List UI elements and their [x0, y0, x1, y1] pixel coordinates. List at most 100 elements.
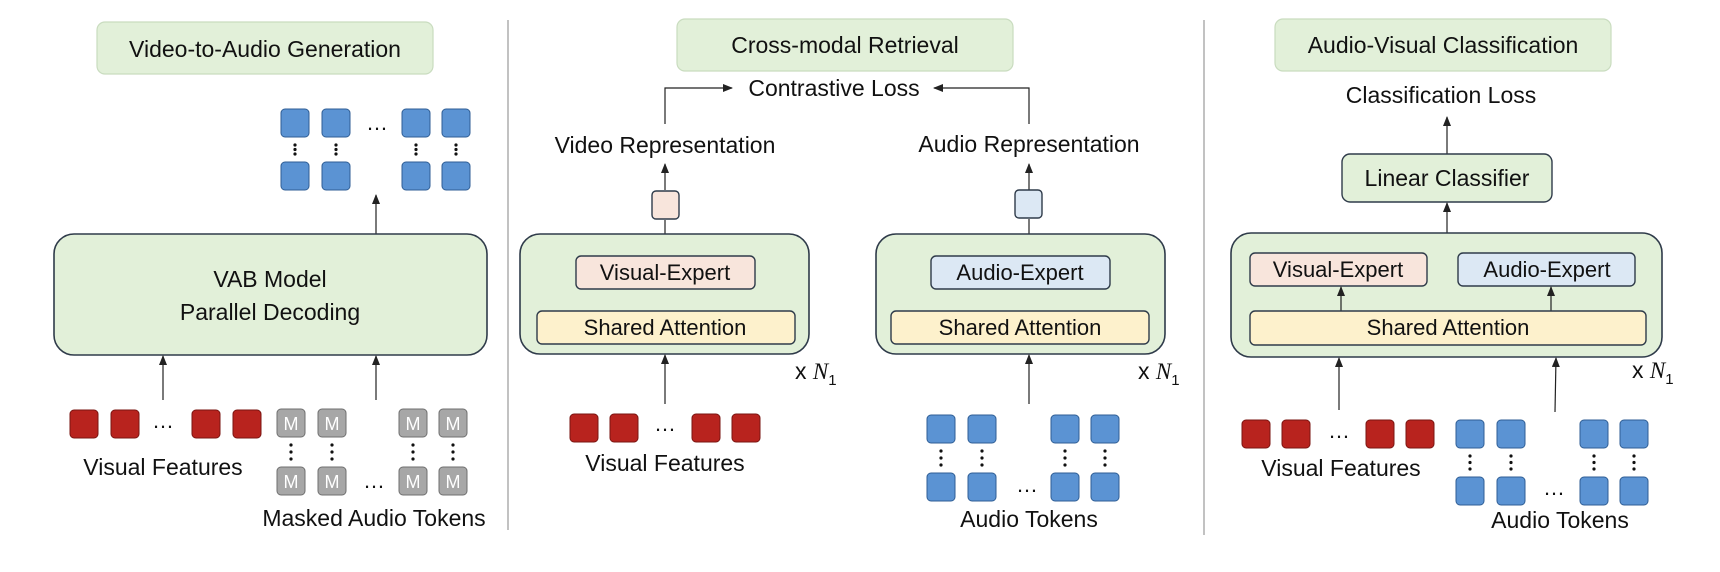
- audio-token: [1090, 472, 1120, 502]
- visual-token: [569, 413, 599, 443]
- vertical-dot: [1632, 467, 1636, 471]
- panel-video-to-audio: Video-to-Audio Generation … VAB Model Pa…: [53, 21, 488, 531]
- retrieval-video-repeat: x N1: [795, 358, 837, 389]
- classification-audio-tokens-label: Audio Tokens: [1491, 507, 1629, 533]
- audio-token: [1050, 414, 1080, 444]
- retrieval-visual-expert-label: Visual-Expert: [600, 260, 730, 285]
- panel-cross-modal-retrieval: Cross-modal Retrieval Contrastive Loss V…: [519, 18, 1180, 532]
- vertical-dot: [1592, 454, 1596, 458]
- vertical-dot: [1063, 449, 1067, 453]
- vab-model-box: [53, 233, 488, 356]
- v2a-masked-audio-label: Masked Audio Tokens: [262, 505, 485, 531]
- vertical-dot: [939, 449, 943, 453]
- audio-embedding-token: [1014, 189, 1043, 219]
- vertical-dot: [289, 457, 293, 461]
- audio-token: [926, 472, 956, 502]
- vertical-dot: [1632, 460, 1636, 465]
- panel-audio-visual-classification: Audio-Visual Classification Classificati…: [1230, 18, 1674, 533]
- masked-audio-token: [398, 408, 428, 438]
- classification-title: Audio-Visual Classification: [1308, 32, 1579, 58]
- v2a-visual-features-label: Visual Features: [83, 454, 242, 480]
- v2a-title: Video-to-Audio Generation: [129, 36, 401, 62]
- visual-token: [1281, 419, 1311, 449]
- vertical-dot: [939, 456, 943, 460]
- vertical-dot: [454, 147, 458, 152]
- classification-audio-expert-box: [1457, 252, 1636, 287]
- audio-token: [1496, 419, 1526, 449]
- vertical-dot: [334, 152, 338, 156]
- vertical-dot: [330, 450, 334, 454]
- retrieval-video-shared-attention-box: [536, 310, 796, 345]
- retrieval-audio-tokens: [926, 414, 1120, 502]
- retrieval-audio-tokens-label: Audio Tokens: [960, 506, 1098, 532]
- audio-token: [1579, 476, 1609, 506]
- classification-visual-tokens: [1241, 419, 1435, 449]
- vertical-dot: [980, 456, 984, 460]
- mask-letter: M: [406, 472, 421, 492]
- visual-token: [110, 409, 140, 439]
- audio-token: [1455, 476, 1485, 506]
- audio-token: [1619, 419, 1649, 449]
- vab-model-label: VAB Model: [213, 266, 326, 292]
- vertical-dot: [330, 457, 334, 461]
- vertical-dot: [451, 450, 455, 454]
- vertical-dot: [289, 450, 293, 454]
- retrieval-visual-features-label: Visual Features: [585, 450, 744, 476]
- audio-token: [280, 108, 310, 138]
- mask-letter: M: [446, 472, 461, 492]
- vertical-dot: [289, 443, 293, 447]
- visual-token: [731, 413, 761, 443]
- audio-token: [967, 414, 997, 444]
- vertical-dot: [293, 152, 297, 156]
- vertical-dot: [414, 152, 418, 156]
- video-to-loss-arrow: [664, 84, 733, 124]
- audio-token: [1619, 476, 1649, 506]
- masked-audio-token: [317, 408, 347, 438]
- audio-token: [1050, 472, 1080, 502]
- audio-to-loss-arrow: [933, 84, 1030, 124]
- visual-token: [232, 409, 262, 439]
- vab-decoding-label: Parallel Decoding: [180, 299, 360, 325]
- vertical-dot: [414, 143, 418, 147]
- vertical-dot: [454, 152, 458, 156]
- vertical-dot: [293, 147, 297, 152]
- audio-representation-label: Audio Representation: [918, 131, 1139, 157]
- retrieval-audio-ellipsis: …: [1016, 472, 1038, 497]
- classification-audio-tokens: [1455, 419, 1649, 506]
- masked-audio-token: [438, 466, 468, 496]
- classification-shared-attention-box: [1249, 310, 1647, 346]
- mask-letter: M: [284, 414, 299, 434]
- audio-token: [280, 161, 310, 191]
- vertical-dot: [334, 147, 338, 152]
- masked-audio-token: [317, 466, 347, 496]
- mask-letter: M: [325, 414, 340, 434]
- retrieval-audio-expert-label: Audio-Expert: [956, 260, 1083, 285]
- classification-visual-expert-label: Visual-Expert: [1273, 257, 1403, 282]
- visual-token: [691, 413, 721, 443]
- classification-title-box: [1274, 18, 1612, 72]
- retrieval-title-box: [676, 18, 1014, 72]
- audio-token: [1579, 419, 1609, 449]
- audio-token: [441, 161, 471, 191]
- classification-audio-arrow: [1551, 357, 1560, 413]
- vertical-dot: [411, 457, 415, 461]
- vertical-dot: [334, 143, 338, 147]
- vertical-dot: [411, 450, 415, 454]
- v2a-title-box: [96, 21, 434, 75]
- classification-visual-features-label: Visual Features: [1261, 455, 1420, 481]
- masked-audio-token: [398, 466, 428, 496]
- masked-audio-token: [276, 408, 306, 438]
- video-embedding-token: [651, 190, 680, 220]
- classification-loss-label: Classification Loss: [1346, 82, 1536, 108]
- classification-audio-ellipsis: …: [1543, 475, 1565, 500]
- v2a-masked-ellipsis: …: [363, 468, 385, 493]
- vertical-dot: [1509, 454, 1513, 458]
- masked-audio-token: [276, 466, 306, 496]
- visual-token: [1241, 419, 1271, 449]
- vertical-dot: [1592, 460, 1596, 465]
- vertical-dot: [1103, 449, 1107, 453]
- classification-shared-attention-label: Shared Attention: [1367, 315, 1530, 340]
- retrieval-visual-expert-box: [575, 255, 756, 290]
- vertical-dot: [980, 463, 984, 467]
- contrastive-loss-label: Contrastive Loss: [748, 75, 919, 101]
